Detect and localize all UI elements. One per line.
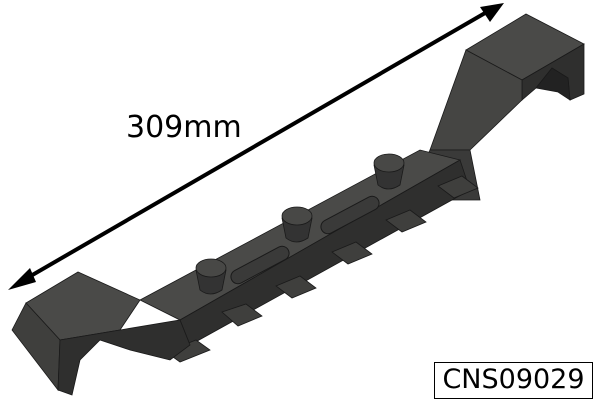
dimension-arrow-icon [8,3,504,290]
slots [230,195,380,285]
tabs [165,175,479,363]
rail-body [139,149,471,346]
left-hook [11,271,191,396]
posts [195,153,405,295]
dimension-label: 309mm [126,110,242,145]
product-code-badge: CNS09029 [434,362,593,399]
